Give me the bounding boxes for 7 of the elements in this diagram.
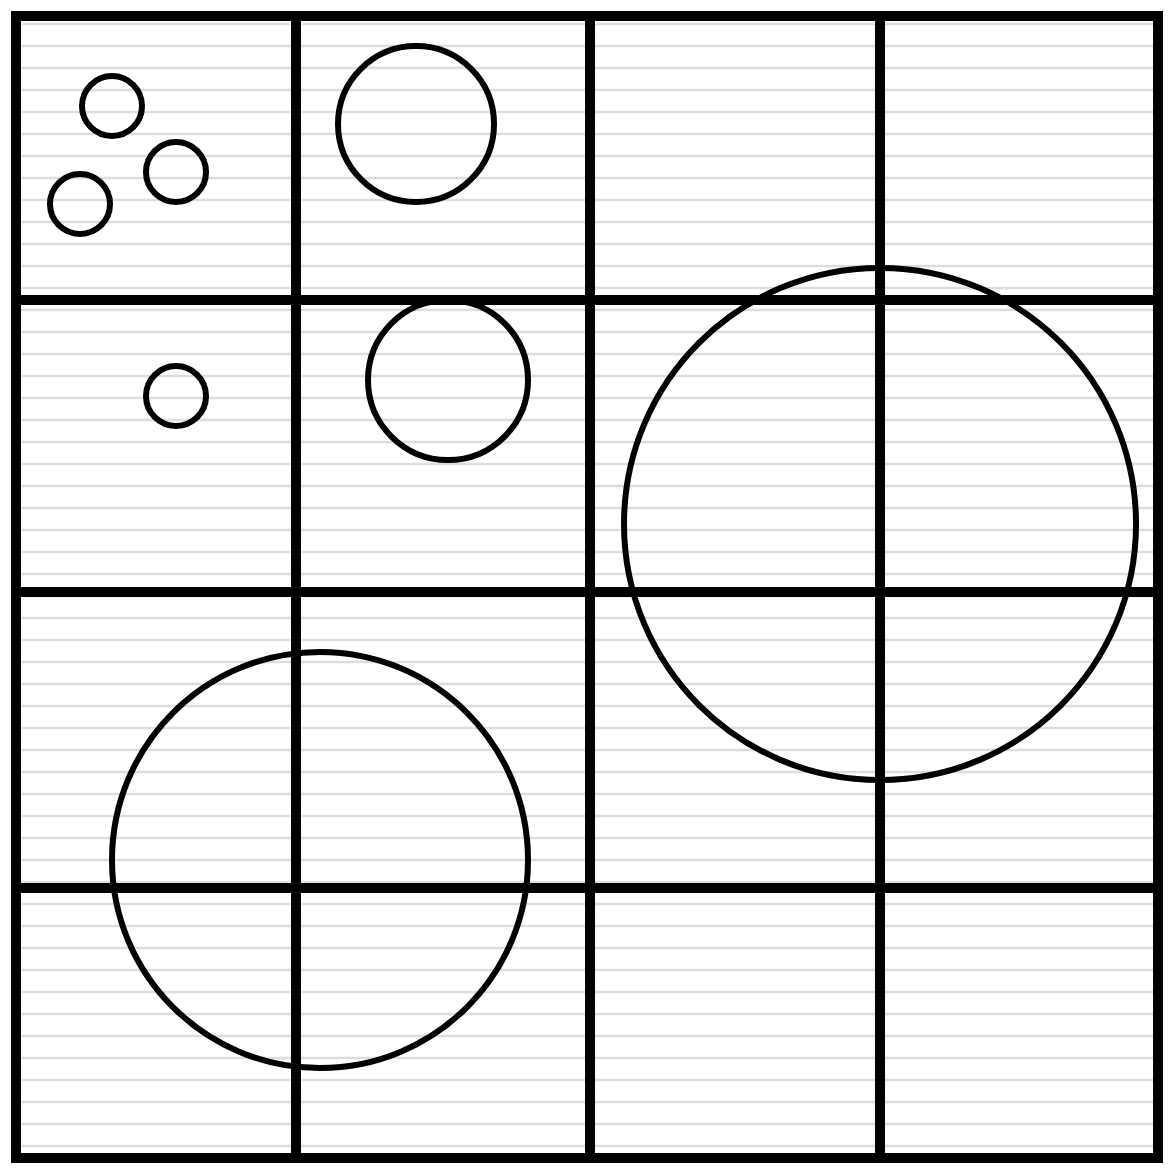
- circle: [47, 171, 113, 237]
- circle: [109, 649, 531, 1071]
- circle: [79, 73, 145, 139]
- circle: [335, 43, 497, 205]
- circle: [143, 139, 209, 205]
- circle: [143, 363, 209, 429]
- circle: [621, 265, 1140, 783]
